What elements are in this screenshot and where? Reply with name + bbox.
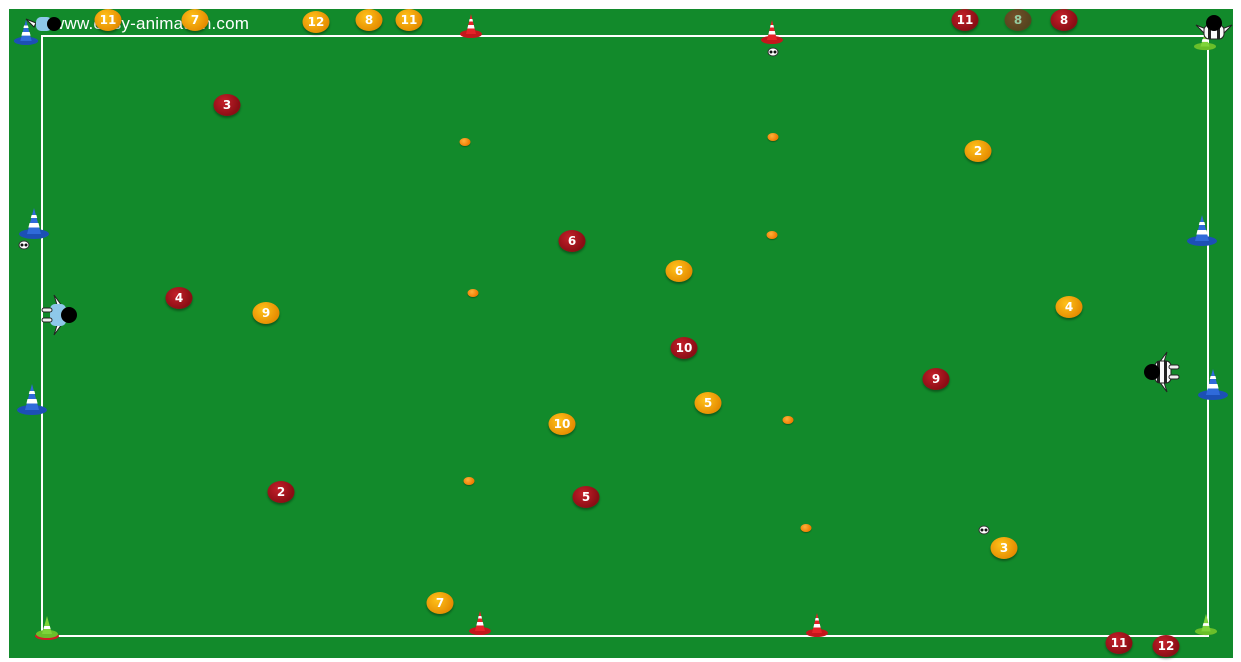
player-number: 8 [365, 13, 373, 27]
player-number: 7 [436, 596, 444, 610]
red-player: 5 [573, 486, 600, 508]
yellow-player-bench: 11 [95, 9, 122, 31]
red-player-bench: 11 [952, 9, 979, 31]
yellow-player: 10 [549, 413, 576, 435]
green-cone-icon [34, 613, 60, 641]
player-number: 7 [191, 13, 199, 27]
yellow-player: 3 [991, 537, 1018, 559]
player-number: 9 [262, 306, 270, 320]
player-number: 5 [704, 396, 712, 410]
red-player: 6 [559, 230, 586, 252]
player-number: 3 [223, 98, 231, 112]
player-number: 9 [932, 372, 940, 386]
watermark: www.easy-animation.com [52, 14, 249, 34]
right-line [1207, 35, 1209, 637]
player-number: 4 [1065, 300, 1073, 314]
soccer-ball-icon [979, 526, 990, 535]
player-number: 3 [1000, 541, 1008, 555]
red-player-bench: 11 [1106, 632, 1133, 654]
blue-cone-icon [16, 382, 48, 416]
red-player: 9 [923, 368, 950, 390]
player-number: 12 [308, 15, 325, 29]
player-number: 8 [1060, 13, 1068, 27]
marker-disc-icon [767, 231, 778, 239]
yellow-player: 4 [1056, 296, 1083, 318]
red-player-bench: 8 [1005, 9, 1032, 31]
soccer-ball-icon [19, 241, 30, 250]
marker-disc-icon [464, 477, 475, 485]
player-number: 11 [100, 13, 117, 27]
player-number: 6 [568, 234, 576, 248]
player-number: 2 [277, 485, 285, 499]
yellow-player: 7 [427, 592, 454, 614]
player-number: 10 [676, 341, 693, 355]
yellow-player-bench: 11 [396, 9, 423, 31]
yellow-player-bench: 7 [182, 9, 209, 31]
goalkeeper-icon [24, 11, 64, 37]
goalkeeper-icon [40, 290, 86, 340]
marker-disc-icon [801, 524, 812, 532]
player-number: 11 [957, 13, 974, 27]
player-number: 4 [175, 291, 183, 305]
blue-cone-icon [1186, 213, 1218, 247]
red-player-bench: 8 [1051, 9, 1078, 31]
red-cone-icon [760, 18, 784, 44]
red-cone-icon [468, 609, 492, 635]
player-number: 2 [974, 144, 982, 158]
player-number: 10 [554, 417, 571, 431]
red-player: 10 [671, 337, 698, 359]
marker-disc-icon [768, 133, 779, 141]
blue-cone-icon [18, 206, 50, 240]
yellow-player: 5 [695, 392, 722, 414]
goalkeeper-icon [1192, 11, 1236, 45]
red-cone-icon [459, 12, 483, 38]
red-player: 2 [268, 481, 295, 503]
red-cone-icon [805, 611, 829, 637]
red-player: 4 [166, 287, 193, 309]
player-number: 11 [1111, 636, 1128, 650]
marker-disc-icon [460, 138, 471, 146]
marker-disc-icon [783, 416, 794, 424]
yellow-player-bench: 8 [356, 9, 383, 31]
player-number: 6 [675, 264, 683, 278]
yellow-player-bench: 12 [303, 11, 330, 33]
red-player-bench: 12 [1153, 635, 1180, 657]
player-number: 5 [582, 490, 590, 504]
soccer-ball-icon [768, 48, 779, 57]
player-number: 8 [1014, 13, 1022, 27]
marker-disc-icon [468, 289, 479, 297]
yellow-player: 6 [666, 260, 693, 282]
yellow-player: 9 [253, 302, 280, 324]
player-number: 12 [1158, 639, 1175, 653]
green-cone-icon [1194, 611, 1218, 637]
top-line [41, 35, 1209, 37]
blue-cone-icon [1197, 367, 1229, 401]
pitch [9, 9, 1233, 658]
bottom-line [41, 635, 1209, 637]
red-player: 3 [214, 94, 241, 116]
goalkeeper-icon [1135, 347, 1181, 397]
yellow-player: 2 [965, 140, 992, 162]
player-number: 11 [401, 13, 418, 27]
